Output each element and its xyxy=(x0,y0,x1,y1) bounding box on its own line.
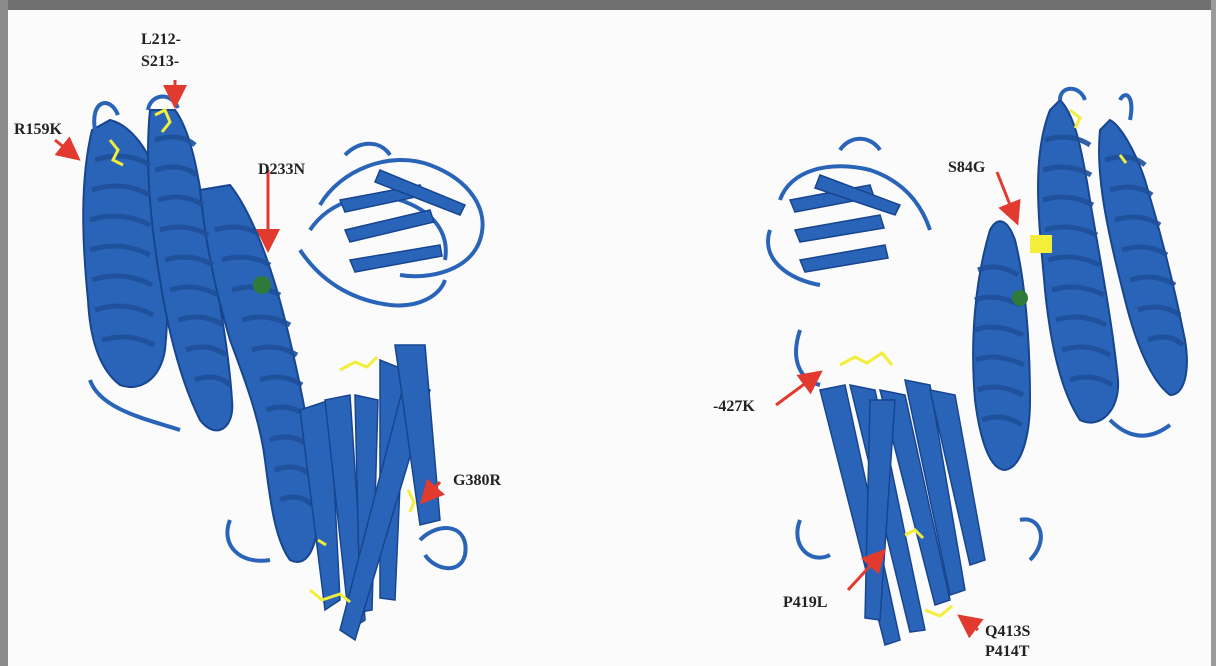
label-g380r: G380R xyxy=(453,471,501,491)
label-r159k: R159K xyxy=(14,120,62,140)
label-q413s: Q413S xyxy=(985,622,1030,642)
label-s84g: S84G xyxy=(948,158,985,178)
label-d233n: D233N xyxy=(258,160,305,180)
label-s213: S213- xyxy=(141,52,179,72)
label-p414t: P414T xyxy=(985,642,1029,662)
label-l212: L212- xyxy=(141,30,181,50)
label-427k: -427K xyxy=(713,397,755,417)
label-p419l: P419L xyxy=(783,593,827,613)
